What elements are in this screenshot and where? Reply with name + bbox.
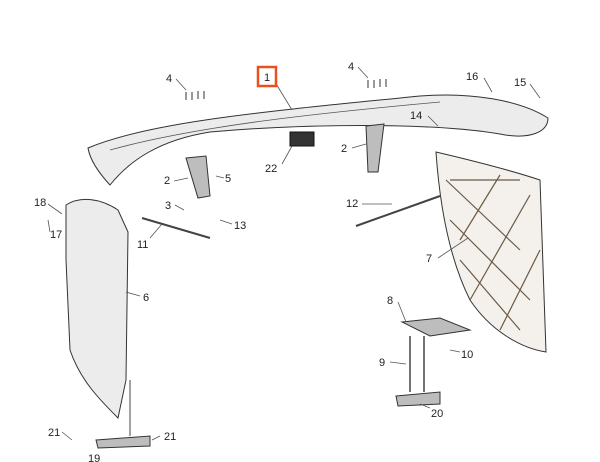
callout-16[interactable]: 16 xyxy=(466,71,478,83)
callout-7[interactable]: 7 xyxy=(426,253,432,265)
callout-17[interactable]: 17 xyxy=(50,229,62,241)
part-2-bracket-right[interactable] xyxy=(365,123,385,173)
callout-4[interactable]: 4 xyxy=(348,61,354,73)
leader-lines xyxy=(47,66,541,441)
part-2-bracket-left[interactable] xyxy=(185,155,211,199)
part-11-rod[interactable] xyxy=(141,217,211,239)
callout-10[interactable]: 10 xyxy=(461,349,473,361)
callout-2[interactable]: 2 xyxy=(341,143,347,155)
part-22-clip[interactable] xyxy=(289,131,315,147)
callout-15[interactable]: 15 xyxy=(514,77,526,89)
callout-9[interactable]: 9 xyxy=(379,357,385,369)
part-1-top-panel[interactable] xyxy=(87,94,549,186)
callout-14[interactable]: 14 xyxy=(410,110,422,122)
part-6-side-panel[interactable] xyxy=(65,198,129,420)
callout-21[interactable]: 21 xyxy=(164,431,176,443)
part-20-base[interactable] xyxy=(395,391,441,407)
callout-20[interactable]: 20 xyxy=(431,408,443,420)
panel-edge-line xyxy=(109,101,441,151)
part-4-clips-right[interactable] xyxy=(367,79,387,88)
mesh-pattern xyxy=(445,174,541,331)
callout-4[interactable]: 4 xyxy=(166,73,172,85)
callout-11[interactable]: 11 xyxy=(137,239,148,251)
callout-22[interactable]: 22 xyxy=(265,163,277,175)
part-8-bracket[interactable] xyxy=(400,317,472,337)
callout-21[interactable]: 21 xyxy=(48,427,60,439)
callout-12[interactable]: 12 xyxy=(346,198,358,210)
part-4-clips-left[interactable] xyxy=(185,91,205,100)
callout-13[interactable]: 13 xyxy=(234,220,246,232)
callout-2[interactable]: 2 xyxy=(164,175,170,187)
callout-18[interactable]: 18 xyxy=(34,197,46,209)
callout-8[interactable]: 8 xyxy=(387,295,393,307)
selected-callout-box[interactable] xyxy=(256,65,278,88)
callout-5[interactable]: 5 xyxy=(225,173,231,185)
part-12-rod[interactable] xyxy=(355,195,441,227)
part-7-mesh-panel[interactable] xyxy=(435,151,547,353)
callout-6[interactable]: 6 xyxy=(143,292,149,304)
part-19-base[interactable] xyxy=(95,435,151,449)
callout-3[interactable]: 3 xyxy=(165,200,171,212)
callout-19[interactable]: 19 xyxy=(88,453,100,462)
callout-1[interactable]: 1 xyxy=(264,72,270,84)
